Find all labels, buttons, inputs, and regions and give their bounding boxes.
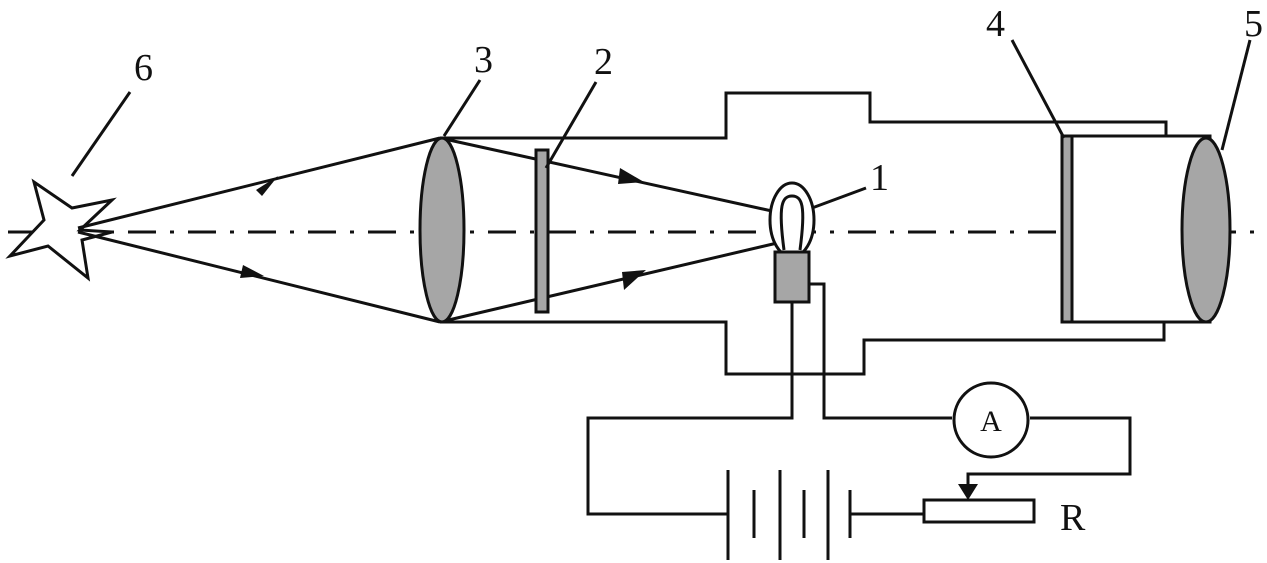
leader-filter <box>544 81 598 169</box>
wire-ammeter-to-rheostat <box>966 416 1132 492</box>
ray-arrow-2 <box>240 265 264 278</box>
wire-left <box>586 302 794 516</box>
leader-screen <box>1010 39 1066 139</box>
rheostat-body <box>922 498 1036 524</box>
label-star: 6 <box>134 47 153 89</box>
wire-right <box>808 282 952 420</box>
ammeter-symbol: A <box>980 405 1002 438</box>
label-filter: 2 <box>594 41 613 83</box>
label-eyepiece: 5 <box>1244 3 1263 45</box>
label-screen: 4 <box>986 3 1005 45</box>
instrument-body-bottom <box>440 320 1166 376</box>
leader-filament <box>811 186 867 210</box>
label-lens: 3 <box>474 39 493 81</box>
ammeter-dial <box>952 381 1030 459</box>
leader-lens <box>442 79 482 137</box>
filter-plate <box>534 148 550 314</box>
ray-arrow-4 <box>622 270 646 290</box>
objective-lens <box>418 136 466 324</box>
instrument-body-top <box>440 91 1168 140</box>
ray-lower-2 <box>439 238 791 324</box>
eyepiece-lens <box>1180 136 1232 324</box>
label-rheostat: R <box>1060 497 1086 539</box>
ray-arrow-3 <box>618 168 644 184</box>
leader-star <box>70 91 132 177</box>
lamp-bulb <box>768 181 816 259</box>
star-icon <box>5 178 117 282</box>
label-filament: 1 <box>870 157 889 199</box>
lamp-base <box>773 250 811 304</box>
ray-upper-2 <box>439 136 791 217</box>
screen-plate <box>1060 134 1074 324</box>
ray-lower-1 <box>77 230 441 324</box>
ray-arrow-1 <box>256 176 278 196</box>
lamp-filament <box>779 194 805 251</box>
ray-upper-1 <box>77 136 441 230</box>
rheostat-slider-arrow <box>958 484 978 500</box>
leader-eyepiece <box>1220 39 1252 151</box>
